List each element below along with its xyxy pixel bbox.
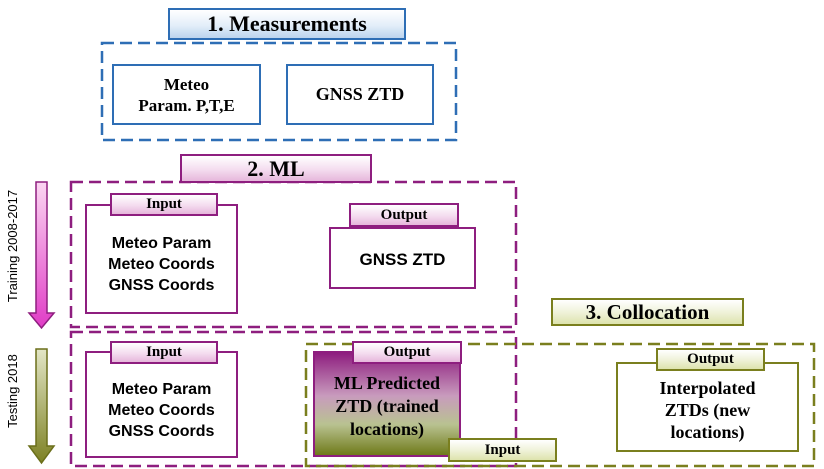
ml-header: 2. ML xyxy=(180,154,372,183)
training-output-label: GNSS ZTD xyxy=(359,250,446,269)
testing-input-box: Meteo Param Meteo Coords GNSS Coords xyxy=(85,351,238,458)
ml-predicted-ztd-box: ML Predicted ZTD (trained locations) xyxy=(313,351,461,457)
testing-output-tab: Output xyxy=(352,341,462,364)
ml-predicted-line-2: ZTD (trained xyxy=(335,395,439,416)
training-input-tab-label: Input xyxy=(146,196,182,212)
training-arrow xyxy=(27,181,56,330)
collocation-input-tab: Input xyxy=(448,438,557,462)
interpolated-line-3: locations) xyxy=(670,422,745,442)
collocation-header: 3. Collocation xyxy=(551,298,744,326)
meteo-line-1: Meteo xyxy=(163,74,210,94)
training-output-box: GNSS ZTD xyxy=(329,227,476,289)
training-output-tab: Output xyxy=(349,203,459,227)
collocation-title: 3. Collocation xyxy=(585,299,710,324)
interpolated-line-2: ZTDs (new xyxy=(664,400,751,420)
measurements-header: 1. Measurements xyxy=(168,8,406,40)
training-input-line-2: Meteo Coords xyxy=(108,255,215,273)
testing-input-tab-label: Input xyxy=(146,344,182,360)
gnss-ztd-measure-box: GNSS ZTD xyxy=(286,64,434,125)
interpolated-ztds-box: Interpolated ZTDs (new locations) xyxy=(616,362,799,452)
testing-input-line-2: Meteo Coords xyxy=(108,402,215,419)
ml-title: 2. ML xyxy=(247,155,305,181)
training-input-tab: Input xyxy=(110,193,218,216)
testing-output-tab-label: Output xyxy=(383,344,431,360)
collocation-input-tab-label: Input xyxy=(484,441,521,458)
training-side-label: Training 2008-2017 xyxy=(5,189,20,303)
collocation-output-tab: Output xyxy=(656,348,765,371)
ml-predicted-line-3: locations) xyxy=(350,418,424,439)
training-input-line-1: Meteo Param xyxy=(111,234,212,252)
collocation-output-tab-label: Output xyxy=(687,351,734,367)
training-input-line-3: GNSS Coords xyxy=(108,276,215,294)
gnss-ztd-measure-label: GNSS ZTD xyxy=(315,84,405,104)
testing-input-tab: Input xyxy=(110,341,218,364)
testing-side-label: Testing 2018 xyxy=(5,354,20,428)
testing-input-line-3: GNSS Coords xyxy=(108,423,215,440)
interpolated-line-1: Interpolated xyxy=(659,378,756,398)
testing-arrow xyxy=(27,348,56,465)
measurements-title: 1. Measurements xyxy=(207,11,367,36)
testing-input-line-1: Meteo Param xyxy=(111,381,212,398)
training-input-box: Meteo Param Meteo Coords GNSS Coords xyxy=(85,204,238,314)
ml-predicted-line-1: ML Predicted xyxy=(333,372,441,393)
training-output-tab-label: Output xyxy=(380,206,428,223)
meteo-line-2: Param. P,T,E xyxy=(138,95,235,115)
meteo-param-box: Meteo Param. P,T,E xyxy=(112,64,261,125)
